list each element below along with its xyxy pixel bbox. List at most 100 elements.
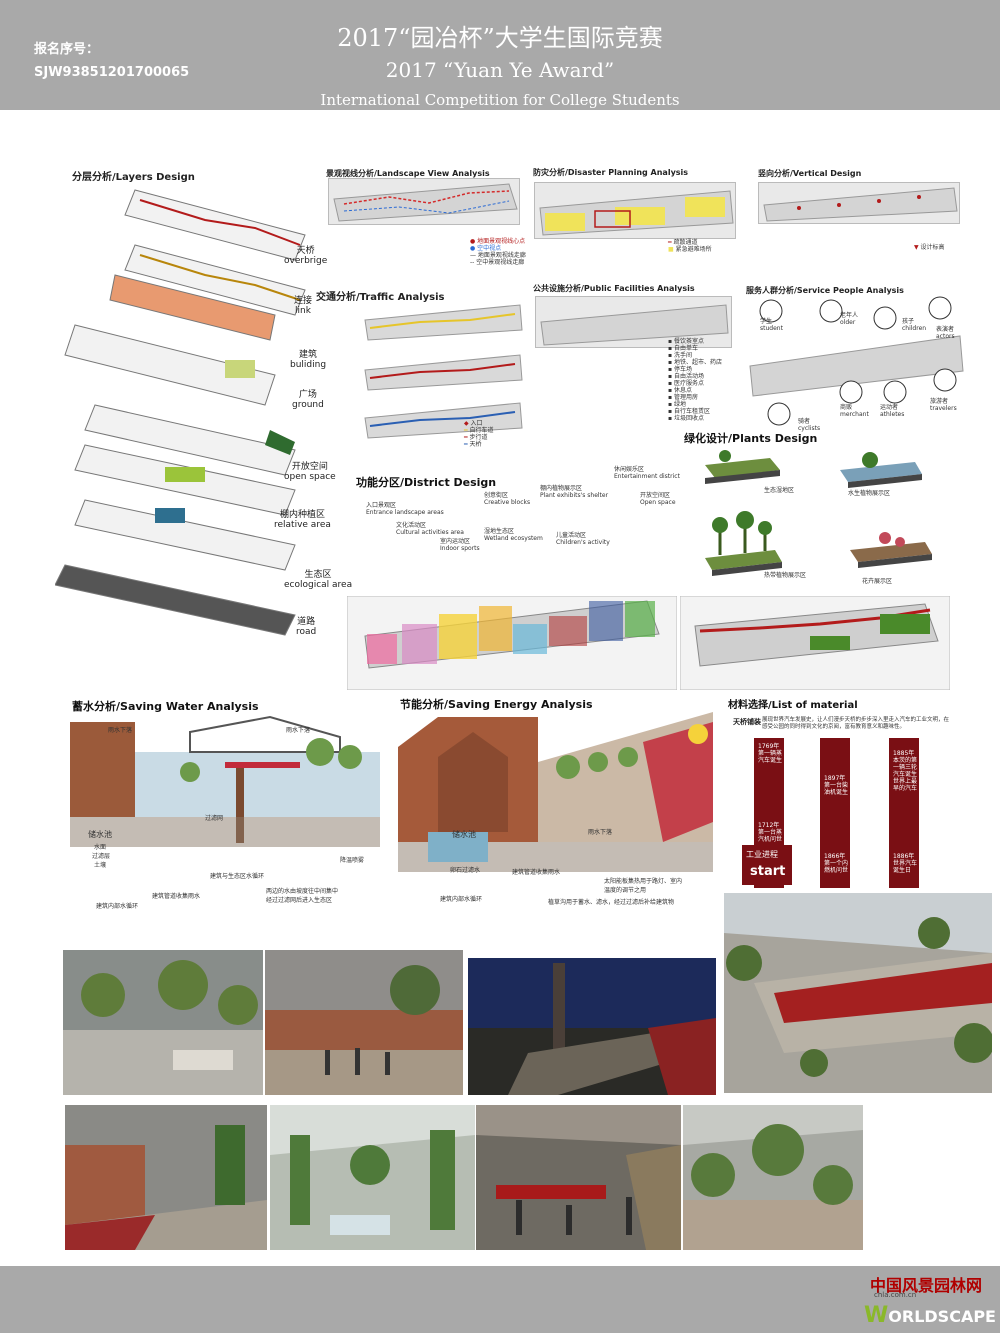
water-label-12: 经过过滤网后进入生态区 xyxy=(266,897,333,904)
render-overbridge xyxy=(724,893,992,1093)
water-label-2: 过滤网 xyxy=(205,815,224,822)
material-panel-3 xyxy=(889,738,919,888)
facilities-legend: ▪ 餐饮茶室点 ▪ 自由单车 ▪ 洗手间 ▪ 地铁、超市、药店 ▪ 停车场 ▪ … xyxy=(668,338,722,422)
water-label-3: 储水池 xyxy=(88,830,112,839)
start-label: start xyxy=(750,864,786,879)
energy-label-2: 卵石过滤水 xyxy=(450,867,481,874)
title-english: 2017 “Yuan Ye Award” xyxy=(385,58,615,82)
energy-label-0: 储水池 xyxy=(452,830,476,839)
service-title: 服务人群分析/Service People Analysis xyxy=(746,286,904,295)
vertical-title: 竖向分析/Vertical Design xyxy=(758,169,862,178)
render-bike-path xyxy=(65,1105,267,1250)
vertical-legend: ▼ 设计标高 xyxy=(914,244,945,251)
facilities-plan xyxy=(535,296,732,348)
water-section xyxy=(70,715,380,847)
layers-diagram xyxy=(55,189,306,636)
render-plaza xyxy=(63,950,263,1095)
plants-label-2: 热带植物展示区 xyxy=(764,572,807,579)
service-diagram xyxy=(749,296,964,426)
energy-label-4: 建筑内部水循环 xyxy=(440,896,483,903)
energy-label-3: 建筑管道收集雨水 xyxy=(512,869,561,876)
water-label-11: 两边的水由坡度往中间集中 xyxy=(266,888,339,895)
material-col1-top: 1769年第一辆蒸汽车诞生 xyxy=(758,743,783,764)
material-description: 展现世界汽车发展史，让人们漫步天桥的步步深入里走入汽车的工业文明，在感受公园的同… xyxy=(762,717,950,730)
plants-label-0: 生态湿地区 xyxy=(764,487,795,494)
progress-box xyxy=(742,845,792,885)
header-band xyxy=(0,0,1000,110)
water-label-9: 建筑管道收集雨水 xyxy=(152,893,201,900)
water-label-5: 过滤层 xyxy=(92,853,111,860)
layers-title: 分层分析/Layers Design xyxy=(72,172,195,183)
footer-logo-worldscape: WORLDSCAPE xyxy=(864,1303,996,1328)
material-panel-2 xyxy=(820,738,850,888)
water-label-1: 雨水下落 xyxy=(286,727,311,734)
progress-label: 工业进程 xyxy=(746,850,778,859)
energy-title: 节能分析/Saving Energy Analysis xyxy=(400,698,593,711)
render-interior xyxy=(476,1105,681,1250)
material-col3-bottom: 1886年世界汽车诞生日 xyxy=(893,853,918,874)
material-col2-bottom: 1866年第一个内燃机问世 xyxy=(824,853,849,874)
render-night xyxy=(468,958,716,1095)
plants-plan xyxy=(680,596,950,690)
district-title: 功能分区/District Design xyxy=(356,476,497,489)
plants-label-1: 水生植物展示区 xyxy=(848,490,891,497)
title-chinese: 2017“园冶杯”大学生国际竞赛 xyxy=(337,24,663,52)
traffic-title: 交通分析/Traffic Analysis xyxy=(316,292,445,303)
water-label-4: 水面 xyxy=(94,844,107,851)
district-plan xyxy=(347,596,677,690)
energy-section xyxy=(398,712,713,872)
landscape-title: 景观视线分析/Landscape View Analysis xyxy=(326,169,490,178)
plants-label-3: 花卉展示区 xyxy=(862,578,893,585)
disaster-legend: ━ 疏散通道 ■ 紧急避难场所 xyxy=(668,239,712,253)
material-col2-top: 1897年第一台柴油机诞生 xyxy=(824,775,849,796)
footer-logo-chinese: 中国风景园林网 xyxy=(870,1276,983,1295)
facilities-title: 公共设施分析/Public Facilities Analysis xyxy=(533,284,695,293)
plants-islands xyxy=(705,450,932,576)
registration-number: SJW93851201700065 xyxy=(34,65,190,80)
traffic-plans xyxy=(364,304,523,439)
footer-band xyxy=(0,1266,1000,1333)
footer-logo-url: chla.com.cn xyxy=(874,1291,917,1299)
water-label-6: 土壤 xyxy=(94,862,107,869)
traffic-legend: ◆ 入口 ━ 自行车道 ━ 步行道 ━ 天桥 xyxy=(464,420,494,448)
energy-label-6: 温度的调节之用 xyxy=(604,887,647,894)
disaster-title: 防灾分析/Disaster Planning Analysis xyxy=(533,168,689,177)
water-title: 蓄水分析/Saving Water Analysis xyxy=(72,700,259,713)
disaster-plan xyxy=(534,182,736,239)
subtitle-english: International Competition for College St… xyxy=(320,91,680,109)
material-title: 材料选择/List of material xyxy=(728,700,858,711)
render-street xyxy=(265,950,463,1095)
energy-label-5: 太阳能板集热用于路灯、室内 xyxy=(604,878,683,885)
material-col1-bottom: 1712年第一台蒸汽机问世 xyxy=(758,822,783,843)
energy-label-1: 雨水下落 xyxy=(588,829,613,836)
render-greenhouse xyxy=(270,1105,475,1250)
vertical-plan xyxy=(758,182,960,224)
registration-label: 报名序号： xyxy=(34,42,100,57)
render-garden xyxy=(683,1105,863,1250)
energy-label-7: 植草沟用于蓄水、滤水，经过过滤后补给建筑物 xyxy=(548,899,675,906)
water-label-10: 建筑内部水循环 xyxy=(96,903,139,910)
material-col3-top: 1885年本茨的第一辆三轮汽车诞生世界上最早的汽车 xyxy=(893,750,918,792)
water-label-0: 雨水下落 xyxy=(108,727,133,734)
